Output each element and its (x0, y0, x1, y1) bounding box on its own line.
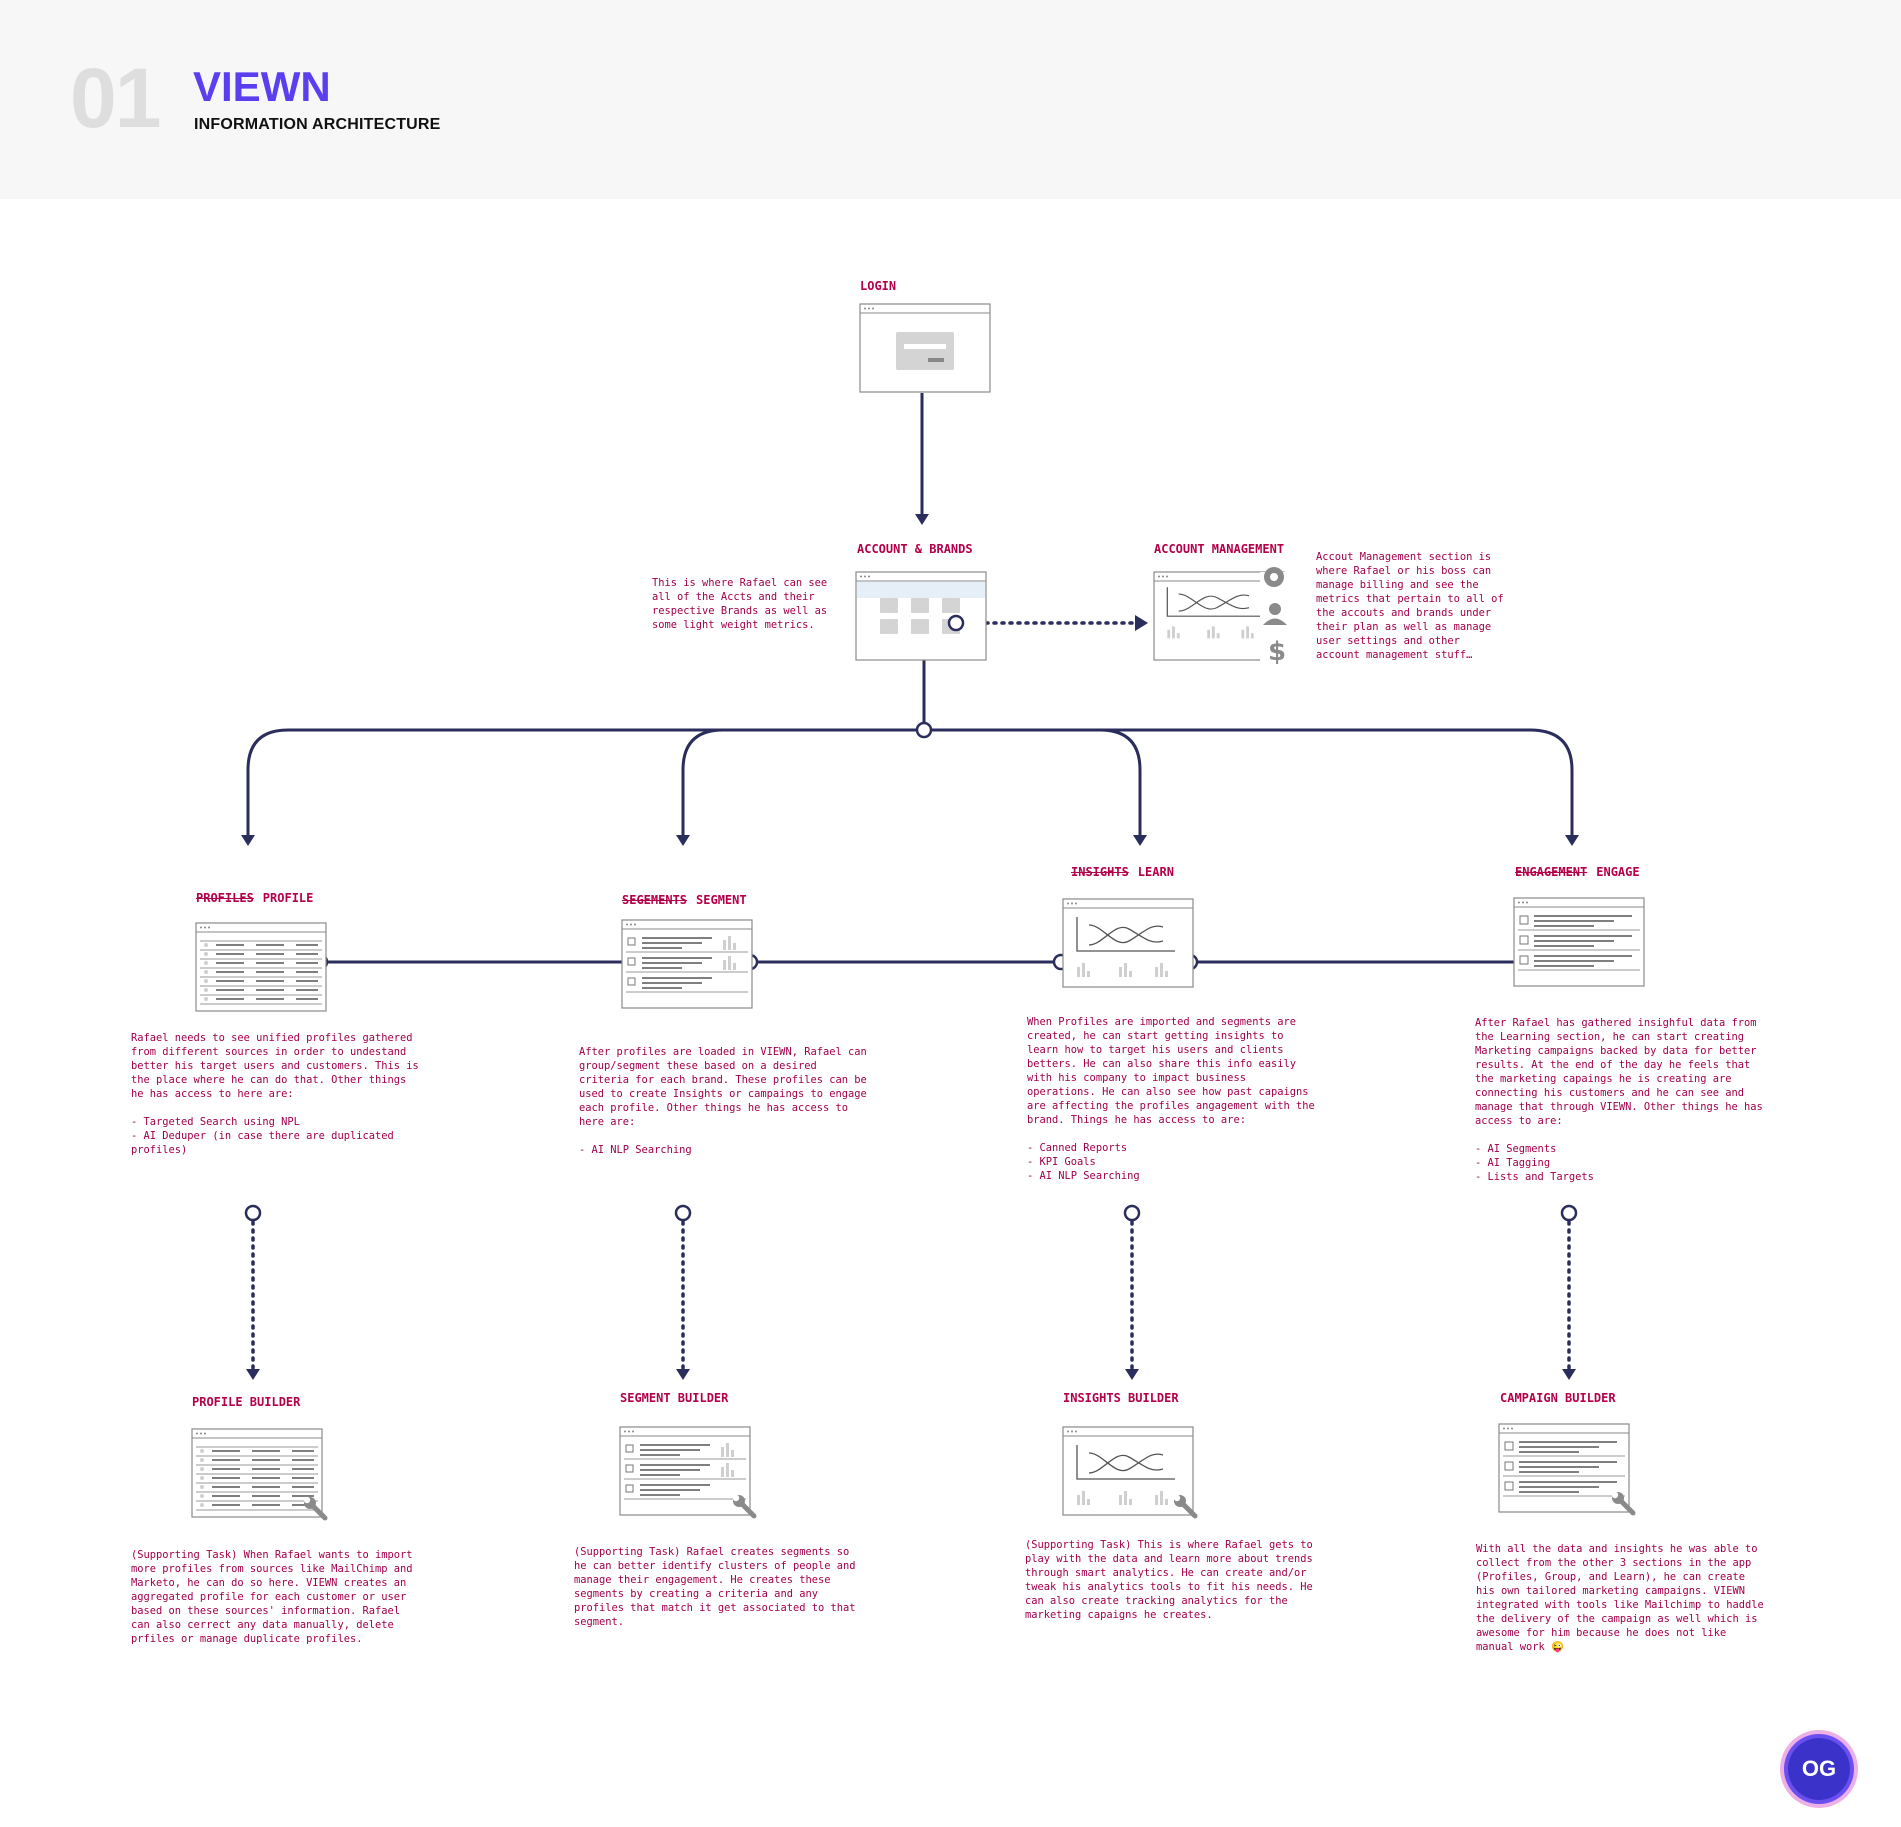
profile-old-label: PROFILES (196, 891, 254, 905)
header-banner: 01 VIEWN INFORMATION ARCHITECTURE (0, 0, 1901, 199)
management-label: ACCOUNT MANAGEMENT (1154, 542, 1285, 556)
learn-new-label: LEARN (1137, 865, 1174, 879)
user-icon (1263, 603, 1287, 625)
dollar-icon: $ (1268, 637, 1286, 667)
profile-description: Rafael needs to see unified profiles gat… (131, 1032, 419, 1156)
engage-wireframe (1513, 897, 1645, 987)
management-description: Accout Management section is where Rafae… (1316, 551, 1504, 661)
page-title: VIEWN (193, 63, 331, 110)
profile-builder-label: PROFILE BUILDER (192, 1395, 301, 1409)
engage-label: ENGAGEMENT ENGAGE (1515, 865, 1640, 879)
segment-new-label: SEGMENT (696, 893, 747, 907)
profile-wireframe (195, 922, 327, 1012)
learn-description: When Profiles are imported and segments … (1027, 1016, 1315, 1182)
accounts-description: This is where Rafael can see all of the … (652, 577, 828, 631)
engage-description: After Rafael has gathered insighful data… (1475, 1017, 1763, 1183)
segment-wireframe (621, 919, 753, 1009)
login-label: LOGIN (860, 279, 897, 293)
branch-bus-connector (246, 728, 1574, 836)
profile-label: PROFILES PROFILE (196, 891, 313, 905)
segment-builder-label: SEGMENT BUILDER (620, 1391, 729, 1405)
page-subtitle: INFORMATION ARCHITECTURE (194, 116, 441, 133)
accounts-label: ACCOUNT & BRANDS (857, 542, 973, 556)
login-wireframe (859, 303, 991, 393)
engage-new-label: ENGAGE (1596, 865, 1640, 879)
learn-old-label: INSIGHTS (1071, 865, 1129, 879)
insights-builder-description: (Supporting Task) This is where Rafael g… (1025, 1539, 1313, 1621)
segment-label: SEGEMENTS SEGMENT (622, 893, 747, 907)
og-logo-badge: OG (1788, 1738, 1850, 1800)
segment-builder-description: (Supporting Task) Rafael creates segment… (574, 1546, 856, 1628)
campaign-builder-description: With all the data and insights he was ab… (1476, 1543, 1764, 1653)
learn-label: INSIGHTS LEARN (1071, 865, 1174, 879)
og-logo-text: OG (1801, 1756, 1837, 1781)
campaign-builder-label: CAMPAIGN BUILDER (1500, 1391, 1616, 1405)
accounts-wireframe (855, 571, 987, 661)
profile-builder-description: (Supporting Task) When Rafael wants to i… (131, 1549, 413, 1645)
campaign-builder-wireframe (1498, 1423, 1633, 1513)
profile-new-label: PROFILE (262, 891, 314, 905)
segment-description: After profiles are loaded in VIEWN, Rafa… (579, 1046, 867, 1156)
engage-old-label: ENGAGEMENT (1515, 865, 1588, 879)
profile-builder-wireframe (191, 1428, 325, 1518)
learn-wireframe (1062, 898, 1194, 988)
insights-builder-wireframe (1062, 1426, 1195, 1516)
management-wireframe: $ (1153, 567, 1290, 667)
segment-builder-wireframe (619, 1426, 754, 1516)
section-number: 01 (70, 51, 161, 145)
segment-old-label: SEGEMENTS (622, 893, 688, 907)
insights-builder-label: INSIGHTS BUILDER (1063, 1391, 1179, 1405)
